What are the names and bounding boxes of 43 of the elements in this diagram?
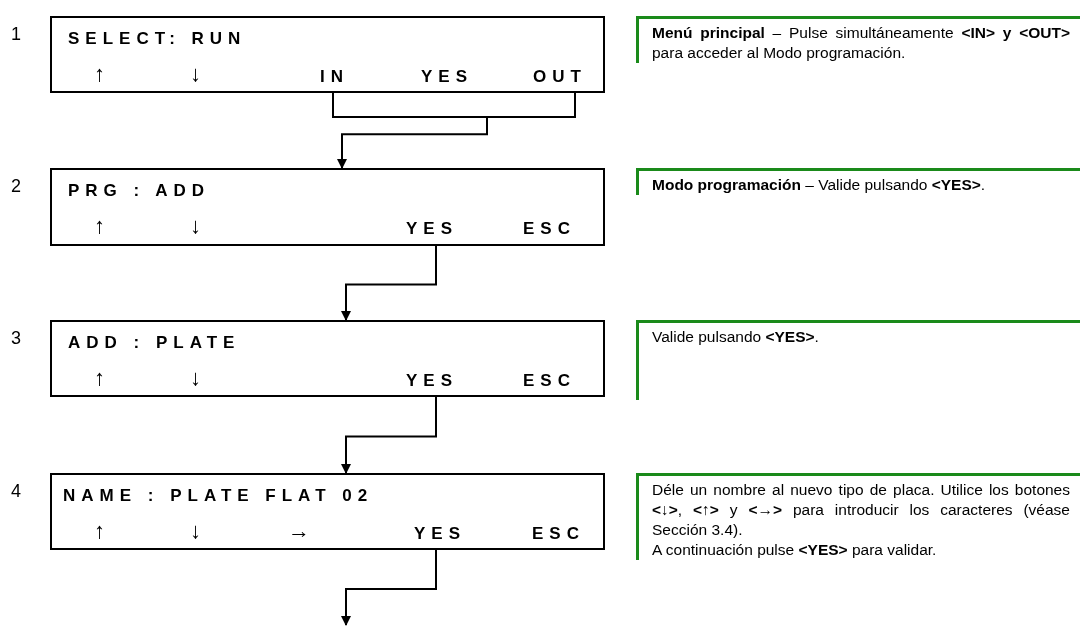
step-number: 4 [11,481,21,502]
display-text: NAME : PLATE FLAT 02 [63,485,374,507]
note-panel [636,168,1080,195]
arrow [332,92,576,169]
key-label: OUT [533,66,587,88]
arrow [341,245,437,321]
display-text: PRG : ADD [68,180,211,202]
key-label: ESC [523,218,576,240]
key-label: YES [406,370,459,392]
description-text: Déle un nombre al nuevo tipo de placa. Utilice los botones <↓>, <↑> y <→> para introducir los caracteres (véase Sección 3.4). [652,480,1070,540]
arrow-key-label: ↓ [190,63,201,85]
description-text: Valide pulsando <YES>. [652,327,820,347]
key-label: ESC [532,523,585,545]
description-text: A continuación pulse <YES> para validar. [652,540,938,560]
step-number: 2 [11,176,21,197]
key-label: YES [406,218,459,240]
arrow-key-label: ↓ [190,215,201,237]
key-label: IN [320,66,349,88]
arrow-key-label: → [288,520,310,542]
lcd-screen [50,16,605,93]
arrow-key-label: ↑ [94,367,105,389]
lcd-screen [50,473,605,550]
arrow [341,396,437,474]
note-panel [636,16,1080,63]
arrow-key-label: ↑ [94,63,105,85]
display-text: ADD : PLATE [68,332,241,354]
arrow [341,549,437,626]
lcd-screen [50,320,605,397]
arrow-key-label: ↓ [190,367,201,389]
description-text: Modo programación – Valide pulsando <YES>. [652,175,987,195]
display-text: SELECT: RUN [68,28,247,50]
note-panel [636,473,1080,560]
key-label: YES [421,66,474,88]
step-number: 3 [11,328,21,349]
step-number: 1 [11,24,21,45]
lcd-screen [50,168,605,246]
note-panel [636,320,1080,400]
arrow-key-label: ↑ [94,520,105,542]
description-text: Menú principal – Pulse simultáneamente <IN> y <OUT> para acceder al Modo programación. [652,23,1070,63]
arrow-key-label: ↑ [94,215,105,237]
key-label: YES [414,523,467,545]
arrow-key-label: ↓ [190,520,201,542]
key-label: ESC [523,370,576,392]
